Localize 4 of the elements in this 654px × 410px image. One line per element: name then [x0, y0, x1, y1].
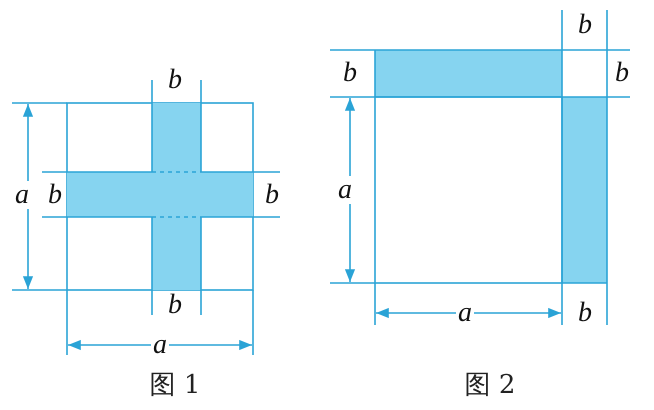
- figure-caption: 图 1: [150, 372, 200, 398]
- dimension-label: a: [13, 181, 31, 209]
- figure-caption: 图 2: [464, 372, 516, 398]
- dimension-label: a: [336, 176, 354, 204]
